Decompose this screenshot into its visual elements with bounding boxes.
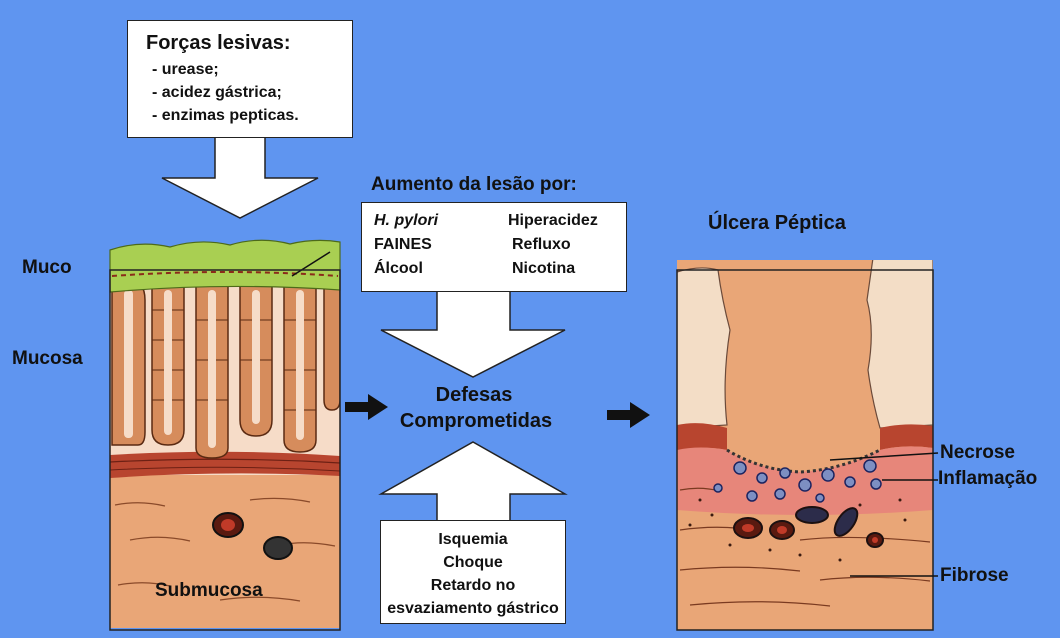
down-arrow-from-forcas xyxy=(162,137,318,218)
isquemia-item: Choque xyxy=(381,554,565,572)
mucosa-label: Mucosa xyxy=(12,348,83,370)
aumento-left-item: H. pylori xyxy=(374,212,438,230)
fibrose-label: Fibrose xyxy=(940,565,1009,587)
inflamacao-label: Inflamação xyxy=(938,468,1037,490)
aumento-title: Aumento da lesão por: xyxy=(371,174,577,196)
forcas-lesivas-title: Forças lesivas: xyxy=(146,32,291,55)
isquemia-box: Isquemia Choque Retardo no esvaziamento … xyxy=(380,520,566,624)
aumento-right-item: Hiperacidez xyxy=(508,212,598,230)
submucosa-label: Submucosa xyxy=(155,580,263,602)
muco-label: Muco xyxy=(22,257,72,279)
aumento-left-item: FAINES xyxy=(374,236,432,254)
ulcera-title: Úlcera Péptica xyxy=(708,212,846,235)
forcas-item: - acidez gástrica; xyxy=(152,84,282,102)
isquemia-item: Retardo no xyxy=(381,577,565,595)
mucus-layer xyxy=(110,240,340,292)
ulcer-illustration xyxy=(677,255,933,635)
aumento-left-item: Álcool xyxy=(374,260,423,278)
up-arrow-to-defesas xyxy=(381,442,565,522)
aumento-right-item: Refluxo xyxy=(512,236,571,254)
forcas-item: - enzimas pepticas. xyxy=(152,107,299,125)
defesas-line2: Comprometidas xyxy=(0,410,952,433)
defesas-line1: Defesas xyxy=(0,384,948,407)
necrose-label: Necrose xyxy=(940,442,1015,464)
isquemia-item: Isquemia xyxy=(381,531,565,549)
aumento-right-item: Nicotina xyxy=(512,260,575,278)
down-arrow-to-defesas xyxy=(381,290,565,377)
forcas-item: - urease; xyxy=(152,61,219,79)
forcas-lesivas-box: Forças lesivas: - urease; - acidez gástr… xyxy=(127,20,353,138)
isquemia-item: esvaziamento gástrico xyxy=(381,600,565,618)
aumento-box: H. pylori FAINES Álcool Hiperacidez Refl… xyxy=(361,202,627,292)
